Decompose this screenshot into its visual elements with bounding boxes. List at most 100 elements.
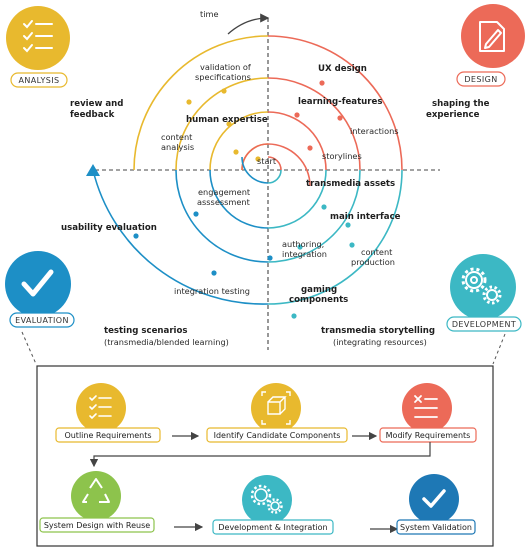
label-review-2: feedback (70, 110, 115, 120)
phase-design-label: DESIGN (464, 75, 497, 84)
process-development: Development & Integration (212, 475, 334, 535)
label-content-analysis-2: analysis (161, 142, 194, 152)
dot (294, 112, 300, 118)
process-system-design-label: System Design with Reuse (44, 521, 150, 530)
label-ux-design: UX design (318, 64, 367, 74)
dot (321, 204, 327, 210)
phase-development-label: DEVELOPMENT (452, 320, 516, 329)
phase-analysis-circle (6, 6, 70, 70)
process-outline-box (55, 427, 161, 443)
label-shaping-2: experience (426, 110, 480, 120)
process-system-design: System Design with Reuse (39, 471, 155, 533)
dot (345, 222, 351, 228)
dot (193, 211, 199, 217)
phase-design-tag (456, 71, 506, 87)
process-validation-circle (409, 474, 459, 524)
label-usability-evaluation: usability evaluation (61, 223, 157, 233)
process-development-label: Development & Integration (218, 523, 327, 532)
dot (233, 149, 239, 155)
label-start: start (257, 156, 277, 166)
dot (349, 242, 355, 248)
label-authoring-2: integration (282, 249, 327, 259)
dot (255, 156, 261, 162)
phase-evaluation-tag (9, 312, 75, 328)
process-development-box (212, 519, 334, 535)
spiral-arrowhead (86, 164, 100, 176)
checklist-icon (89, 395, 112, 420)
checklist-icon (23, 20, 53, 53)
label-validation-2: specifications (195, 72, 251, 82)
drawing-tablet-icon (479, 21, 505, 52)
label-learning-features: learning-features (298, 97, 383, 107)
spiral-arc-teal (267, 169, 403, 305)
label-human-expertise: human expertise (186, 115, 268, 125)
phase-development: DEVELOPMENT (446, 254, 522, 332)
label-main-interface: main interface (330, 212, 401, 222)
label-testing-scenarios: testing scenarios (104, 326, 188, 336)
dot (297, 244, 303, 250)
label-shaping-1: shaping the (432, 99, 490, 109)
label-transmedia-assets: transmedia assets (306, 179, 395, 189)
gears-icon (250, 484, 283, 514)
dot (211, 270, 217, 276)
phase-analysis-label: ANALYSIS (19, 76, 60, 85)
process-identify: Identify Candidate Components (206, 383, 348, 443)
process-validation-box (396, 519, 476, 535)
label-content-analysis-1: content (161, 132, 193, 142)
phase-design: DESIGN (456, 4, 525, 87)
spiral-arc-blue (92, 156, 269, 305)
label-testing-scenarios-sub: (transmedia/blended learning) (104, 337, 229, 347)
label-transmedia-storytelling: transmedia storytelling (321, 326, 435, 336)
dot (337, 115, 343, 121)
dot (133, 233, 139, 239)
label-storylines: storylines (322, 151, 362, 161)
phase-development-tag (446, 316, 522, 332)
checkmark-icon (21, 269, 54, 297)
process-system-design-circle (71, 471, 121, 521)
connector-dash-left (21, 331, 37, 365)
process-modify: Modify Requirements (379, 383, 477, 443)
label-gaming-1: gaming (301, 285, 337, 295)
process-outline-circle (76, 383, 126, 433)
process-system-design-box (39, 517, 155, 533)
label-gaming-2: components (289, 295, 348, 305)
label-content-production-1: content (361, 247, 393, 257)
time-label: time (200, 9, 219, 19)
process-validation-label: System Validation (400, 523, 472, 532)
x-list-icon (414, 395, 438, 418)
dot (186, 99, 192, 105)
flow-arrow-return (89, 442, 431, 468)
process-identify-circle (251, 383, 301, 433)
cube-icon (261, 391, 291, 425)
spiral-arc-coral (241, 35, 403, 187)
dot (291, 313, 297, 319)
spiral-dots (133, 80, 355, 319)
process-identify-box (206, 427, 348, 443)
process-outline-label: Outline Requirements (64, 431, 151, 440)
label-engagement-2: asssessment (197, 197, 251, 207)
label-engagement-1: engagement (198, 187, 251, 197)
phase-analysis: ANALYSIS (6, 6, 70, 88)
phase-evaluation-label: EVALUATION (15, 316, 69, 325)
spiral (86, 35, 403, 305)
label-validation-1: validation of (200, 62, 252, 72)
connector-dash-right (492, 333, 506, 365)
gears-icon (461, 267, 502, 305)
dot (319, 80, 325, 86)
spiral-arc-yellow (133, 35, 269, 171)
label-review-1: review and (70, 99, 123, 109)
dot (307, 145, 313, 151)
label-integration-testing: integration testing (174, 286, 250, 296)
process-outline: Outline Requirements (55, 383, 161, 443)
process-modify-box (379, 427, 477, 443)
phase-evaluation: EVALUATION (5, 251, 75, 328)
label-content-production-2: production (351, 257, 395, 267)
process-identify-label: Identify Candidate Components (214, 431, 341, 440)
dot (267, 255, 273, 261)
label-interactions: interactions (350, 126, 399, 136)
recycle-icon (82, 478, 110, 503)
time-arrow (227, 13, 270, 35)
process-validation: System Validation (396, 474, 476, 535)
